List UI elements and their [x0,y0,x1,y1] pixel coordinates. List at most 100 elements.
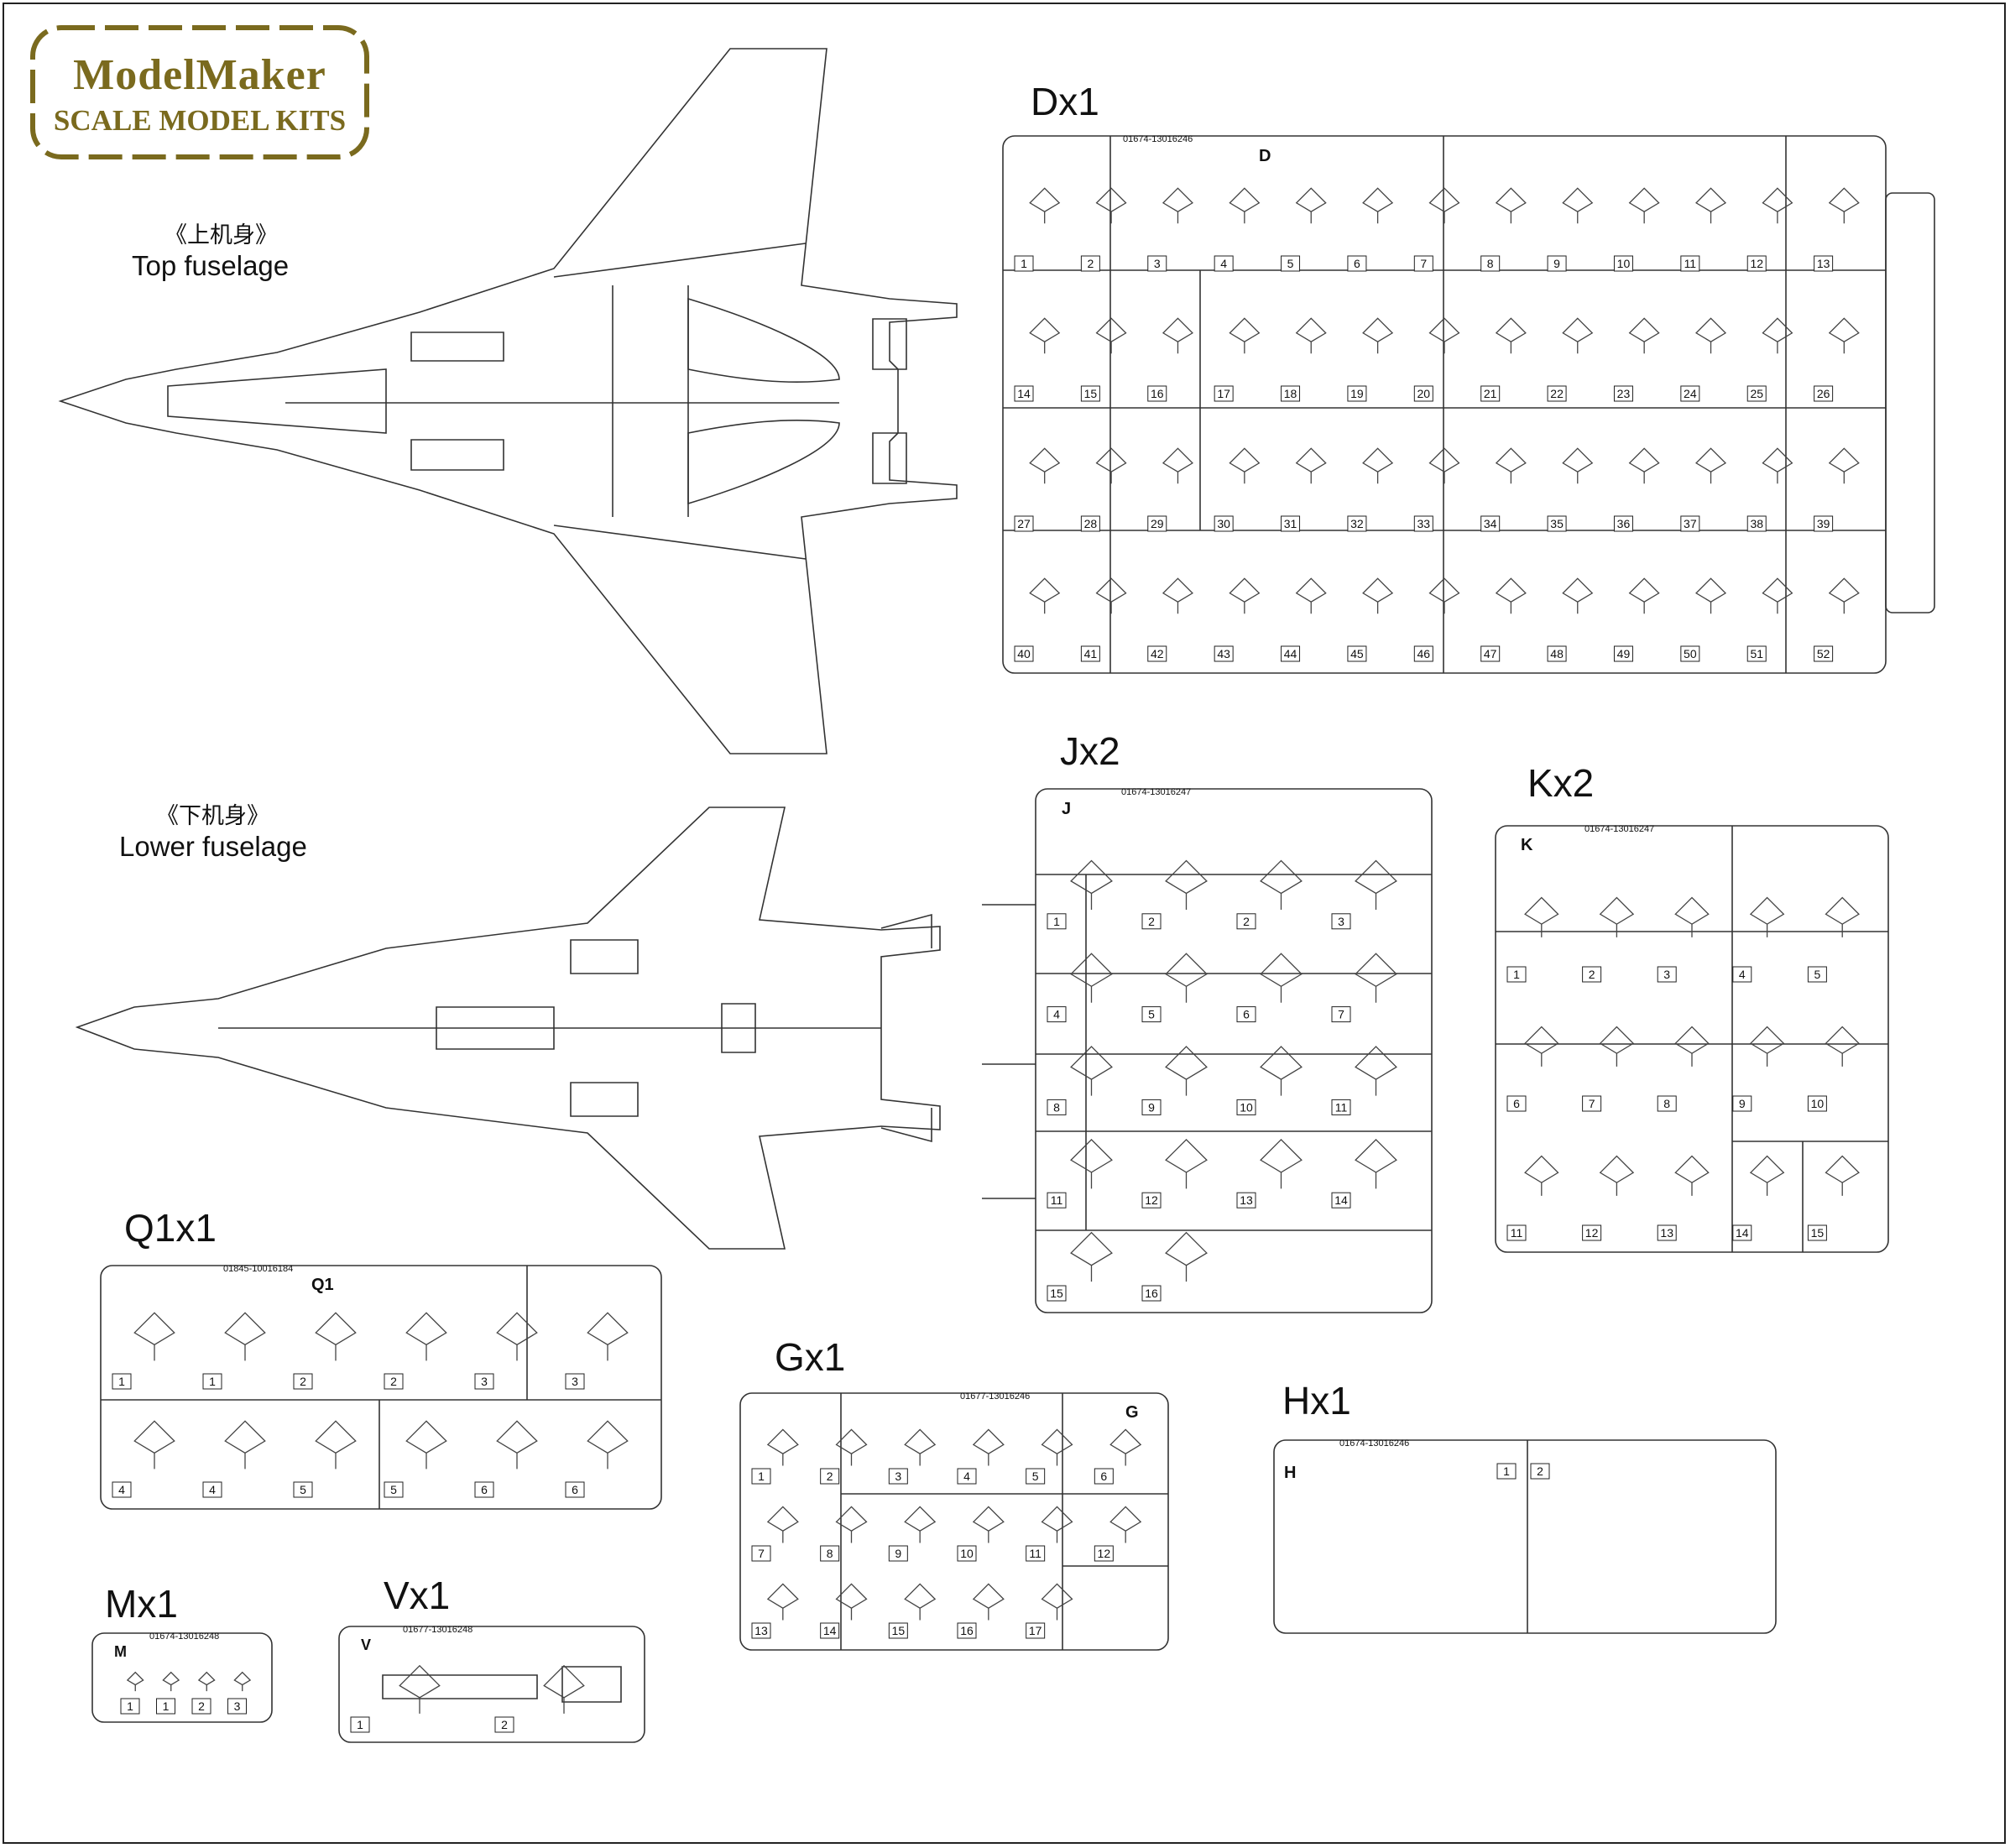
part-number-box [1732,1095,1752,1112]
sprue-part-shape [1495,577,1527,614]
sprue-g-code: 01677-13016246 [960,1391,1031,1402]
sprue-part-shape [1562,187,1594,224]
sprue-part-shape [1295,187,1327,224]
logo-frame-icon [30,25,369,159]
part-number-box [1047,1099,1067,1115]
top-fuselage-caption-cn: 《上机身》 [164,222,278,248]
part-number-box [1480,385,1501,402]
part-number-j: 16 [1145,1287,1158,1300]
part-number-j: 3 [1338,915,1344,928]
lower-fuselage-drawing [75,807,941,1250]
sprue-part-shape [587,1420,629,1470]
sprue-part-shape [972,1506,1005,1543]
part-number-k: 11 [1511,1226,1523,1240]
sprue-part-shape [1362,577,1394,614]
sprue-part-shape [233,1671,252,1692]
sprue-part-shape [1562,317,1594,354]
sprue-q-title: Q1x1 [124,1206,217,1250]
part-number-v: 1 [357,1718,363,1731]
part-number-box [1814,255,1834,272]
sprue-part-shape [1260,1138,1303,1189]
part-number-box [1236,913,1256,930]
sprue-part-shape [1695,187,1727,224]
part-number-box [1347,255,1367,272]
part-number-box [1281,645,1301,662]
part-number-box [1147,385,1167,402]
part-number-j: 14 [1334,1193,1348,1207]
part-number-k: 5 [1814,968,1821,981]
sprue-part-shape [587,1312,629,1361]
part-number-box [1347,645,1367,662]
part-number-d: 34 [1484,517,1497,530]
part-number-m: 1 [163,1699,170,1713]
sprue-part-shape [904,1583,937,1621]
part-number-d: 7 [1420,257,1427,270]
sprue-part-shape [496,1420,538,1470]
part-number-box [1657,1224,1677,1241]
sprue-part-shape [1029,577,1061,614]
sprue-part-shape [1562,577,1594,614]
sprue-k-title: Kx2 [1527,761,1595,805]
part-number-q: 2 [300,1375,306,1388]
part-number-d: 46 [1417,647,1431,660]
part-number-box [112,1373,132,1390]
part-number-k: 7 [1589,1097,1595,1110]
part-number-box [1141,913,1162,930]
part-number-d: 32 [1350,517,1364,530]
part-number-box [1814,515,1834,532]
sprue-part-shape [224,1312,266,1361]
sprue-part-shape [904,1506,937,1543]
sprue-part-shape [1029,447,1061,484]
part-number-box [494,1716,514,1733]
sprue-part-shape [1362,187,1394,224]
part-number-d: 44 [1284,647,1297,660]
part-number-d: 29 [1151,517,1164,530]
lower-fuselage-caption: Lower fuselage [119,831,307,862]
part-number-d: 6 [1354,257,1360,270]
part-number-d: 3 [1154,257,1161,270]
part-number-g: 1 [758,1470,765,1483]
sprue-part-shape [1260,1046,1303,1096]
sprue-part-shape [1229,577,1261,614]
part-number-g: 13 [754,1624,768,1637]
sprue-part-shape [1362,447,1394,484]
part-number-d: 37 [1684,517,1697,530]
part-number-q: 1 [118,1375,125,1388]
part-number-box [957,1622,977,1639]
sprue-part-shape [766,1506,799,1543]
part-number-d: 25 [1750,387,1763,400]
part-number-box [1331,1006,1351,1023]
sprue-part-shape [1828,447,1860,484]
sprue-part-shape [1524,896,1559,937]
sprue-part-shape [1041,1428,1073,1466]
logo-line2: SCALE MODEL KITS [53,104,347,137]
part-number-box [1547,255,1567,272]
sprue-j [982,788,1433,1313]
part-number-d: 38 [1750,517,1763,530]
sprue-part-shape [1295,317,1327,354]
sprue-v [338,1626,645,1743]
sprue-part-shape [1355,1138,1397,1189]
part-number-j: 10 [1240,1100,1253,1114]
part-number-g: 16 [960,1624,974,1637]
part-number-box [888,1468,908,1485]
part-number-d: 16 [1151,387,1164,400]
part-number-box [1147,645,1167,662]
sprue-v-code: 01677-13016248 [403,1625,473,1635]
sprue-j-title: Jx2 [1060,729,1120,773]
sprue-part-shape [1628,447,1660,484]
part-number-box [1014,515,1034,532]
sprue-d [1002,135,1935,674]
part-number-box [202,1373,222,1390]
sprue-h-letter: H [1284,1464,1297,1482]
sprue-part-shape [315,1420,357,1470]
part-number-d: 42 [1151,647,1164,660]
sprue-k-letter: K [1521,836,1533,854]
part-number-j: 13 [1240,1193,1253,1207]
part-number-box [1014,255,1034,272]
part-number-box [156,1698,175,1715]
part-number-box [1680,645,1700,662]
part-number-box [1331,1099,1351,1115]
sprue-part-shape [1628,317,1660,354]
